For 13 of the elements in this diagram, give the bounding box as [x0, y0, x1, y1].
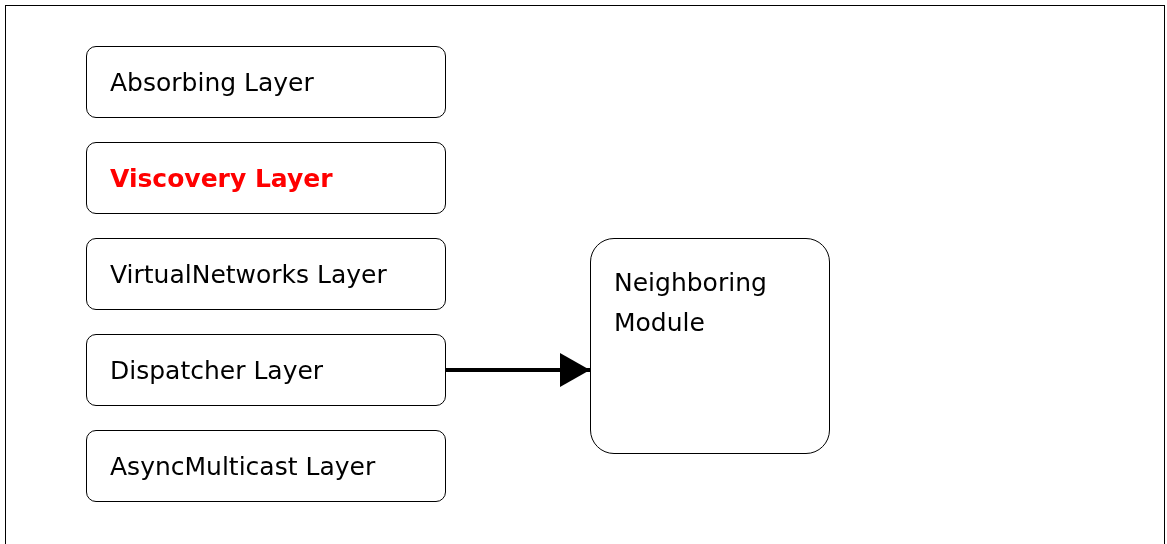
arrow	[446, 355, 590, 385]
layer-label: Viscovery Layer	[110, 163, 333, 193]
layer-box	[86, 334, 446, 406]
layer-box	[86, 430, 446, 502]
layer-box	[86, 142, 446, 214]
layer-label: VirtualNetworks Layer	[110, 259, 387, 289]
layer-label: AsyncMulticast Layer	[110, 451, 376, 481]
layer-box	[86, 46, 446, 118]
layer-box	[86, 238, 446, 310]
module-box	[590, 238, 830, 454]
layer-label: Absorbing Layer	[110, 67, 314, 97]
module-label: Neighboring Module	[614, 267, 768, 339]
layer-label: Dispatcher Layer	[110, 355, 324, 385]
